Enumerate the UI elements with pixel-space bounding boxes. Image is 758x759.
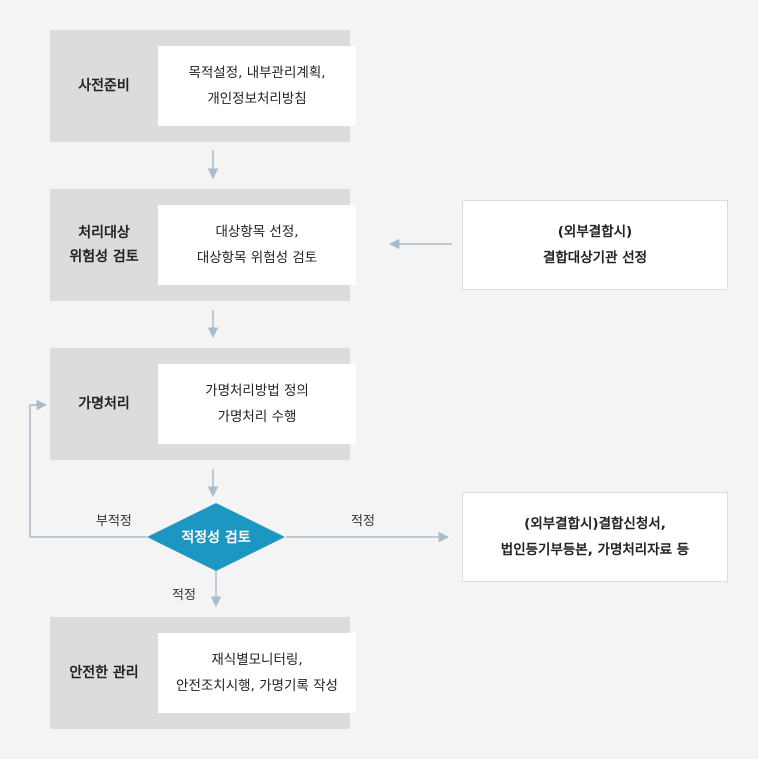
stage-description-line: 대상항목 선정, bbox=[215, 224, 299, 240]
edge-label-fail: 부적정 bbox=[96, 514, 132, 529]
stage-safe-management: 안전한 관리 재식별모니터링, 안전조치시행, 가명기록 작성 bbox=[50, 617, 356, 729]
stage-description-line: 개인정보처리방침 bbox=[207, 91, 307, 107]
edge-label-pass-right: 적정 bbox=[351, 514, 375, 529]
stage-description: 대상항목 선정, 대상항목 위험성 검토 bbox=[158, 205, 356, 285]
stage-description-line: 안전조치시행, 가명기록 작성 bbox=[176, 678, 338, 694]
stage-risk-review: 처리대상 위험성 검토 대상항목 선정, 대상항목 위험성 검토 bbox=[50, 189, 356, 301]
stage-description: 가명처리방법 정의 가명처리 수행 bbox=[158, 364, 356, 444]
stage-label: 사전준비 bbox=[78, 78, 130, 94]
stage-pseudonymization: 가명처리 가명처리방법 정의 가명처리 수행 bbox=[50, 348, 356, 460]
external-output-line: 법인등기부등본, 가명처리자료 등 bbox=[500, 542, 690, 558]
external-input-line: (외부결합시) bbox=[557, 224, 633, 240]
arrow-fail-loop bbox=[29, 399, 147, 538]
decision-label: 적정성 검토 bbox=[181, 530, 251, 546]
stage-description-line: 가명처리 수행 bbox=[217, 409, 297, 425]
stage-description-line: 가명처리방법 정의 bbox=[205, 383, 309, 399]
external-output-line: (외부결합시)결합신청서, bbox=[524, 516, 666, 532]
external-input-box: (외부결합시) 결합대상기관 선정 bbox=[462, 200, 728, 290]
edge-label-pass-down: 적정 bbox=[172, 588, 196, 603]
stage-description: 목적설정, 내부관리계획, 개인정보처리방침 bbox=[158, 46, 356, 126]
decision-diamond bbox=[147, 503, 285, 571]
stage-preparation: 사전준비 목적설정, 내부관리계획, 개인정보처리방침 bbox=[50, 30, 356, 142]
stage-label: 가명처리 bbox=[78, 396, 130, 412]
stage-description-line: 재식별모니터링, bbox=[211, 652, 303, 668]
stage-label: 처리대상 위험성 검토 bbox=[69, 225, 139, 265]
stage-description: 재식별모니터링, 안전조치시행, 가명기록 작성 bbox=[158, 633, 356, 713]
stage-label: 안전한 관리 bbox=[69, 665, 139, 681]
external-output-box: (외부결합시)결합신청서, 법인등기부등본, 가명처리자료 등 bbox=[462, 492, 728, 582]
stage-description-line: 목적설정, 내부관리계획, bbox=[188, 65, 326, 81]
stage-description-line: 대상항목 위험성 검토 bbox=[196, 250, 318, 266]
external-input-line: 결합대상기관 선정 bbox=[542, 250, 648, 266]
